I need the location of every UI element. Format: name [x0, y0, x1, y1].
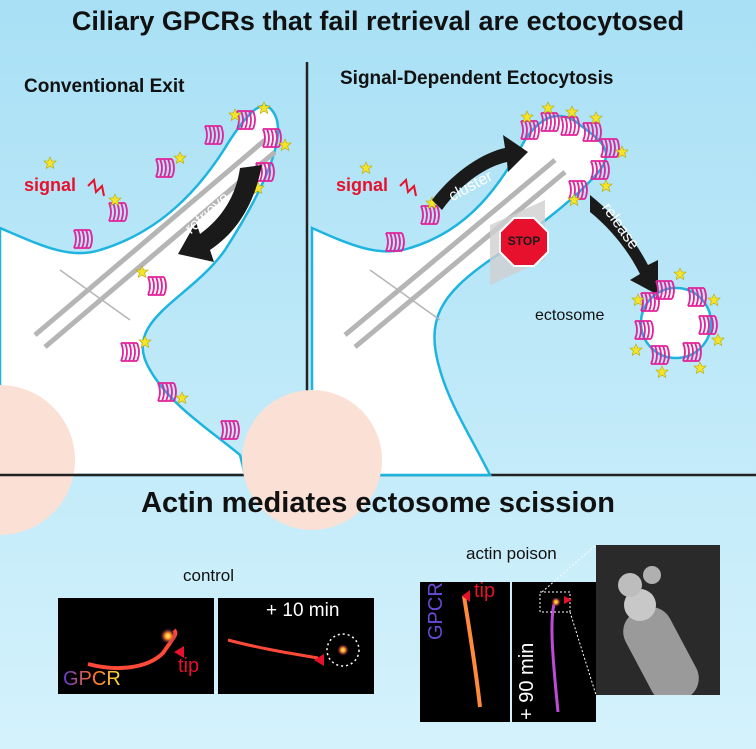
figure-title: Ciliary GPCRs that fail retrieval are ec… [71, 6, 685, 36]
left-signal-label: signal [24, 175, 77, 195]
stop-sign-icon [499, 217, 549, 267]
right-nucleus [242, 390, 382, 530]
gpcr-label: GPCR [63, 668, 121, 690]
poison-time-label: + 90 min [516, 642, 538, 720]
release-arrow-icon [590, 195, 658, 295]
left-zigzag-signal-icon [87, 177, 105, 197]
control-micrograph-after [218, 598, 374, 694]
poison-tip-label: tip [474, 580, 496, 602]
right-zigzag-signal-icon [399, 177, 417, 197]
actin-poison-label: actin poison [466, 544, 557, 563]
poison-micrograph-gpcr [420, 582, 510, 722]
right-panel-title: Signal-Dependent Ectocytosis [340, 68, 614, 89]
left-cell-body [0, 104, 280, 477]
cluster-arrow-icon [432, 135, 528, 210]
control-label: control [183, 566, 235, 585]
left-panel-title: Conventional Exit [24, 76, 185, 97]
bottom-title: Actin mediates ectosome scission [141, 487, 615, 519]
ectosome-label: ectosome [535, 307, 605, 324]
right-signal-label: signal [336, 175, 389, 195]
control-micrograph-before [58, 598, 214, 694]
electron-micrograph [596, 545, 720, 695]
poison-gpcr-label: GPCR [425, 582, 447, 640]
control-time-label: + 10 min [266, 600, 340, 621]
retrieve-arrow-icon [178, 165, 262, 262]
left-nucleus [0, 385, 75, 535]
tip-label: tip [178, 655, 200, 677]
stop-label: STOP [507, 234, 541, 248]
